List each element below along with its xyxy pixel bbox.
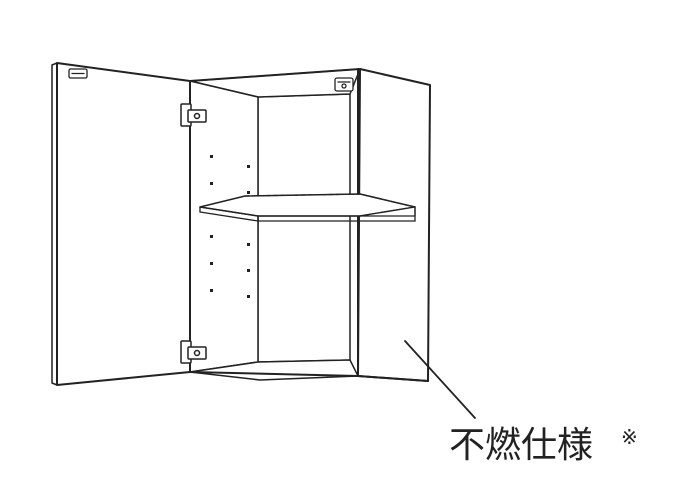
door-panel xyxy=(56,62,191,386)
shelf-pin-holes-left xyxy=(210,155,213,292)
cabinet-door xyxy=(51,62,191,386)
callout-label-noncombustible: 不燃仕様 xyxy=(449,425,594,466)
door-catch-icon xyxy=(334,77,354,92)
cabinet-body xyxy=(189,68,431,382)
cabinet-bottom-front-edge xyxy=(189,371,359,377)
callout-leader-line xyxy=(404,340,476,419)
hinge-upper-icon xyxy=(180,103,207,127)
callout-reference-mark: ※ xyxy=(621,425,638,449)
shelf-pin-holes-back xyxy=(247,165,250,298)
cabinet-bottom-right-edge xyxy=(357,375,429,382)
cabinet-left-side-inner xyxy=(189,80,259,373)
cabinet-back-panel xyxy=(257,93,351,363)
cabinet-right-side xyxy=(357,68,431,382)
shelf-hidden-edge xyxy=(244,193,416,208)
cabinet-front-top-edge xyxy=(189,68,361,82)
adjustable-shelf xyxy=(199,193,416,222)
hinge-lower-icon xyxy=(180,340,207,364)
door-latch-icon xyxy=(68,68,88,79)
